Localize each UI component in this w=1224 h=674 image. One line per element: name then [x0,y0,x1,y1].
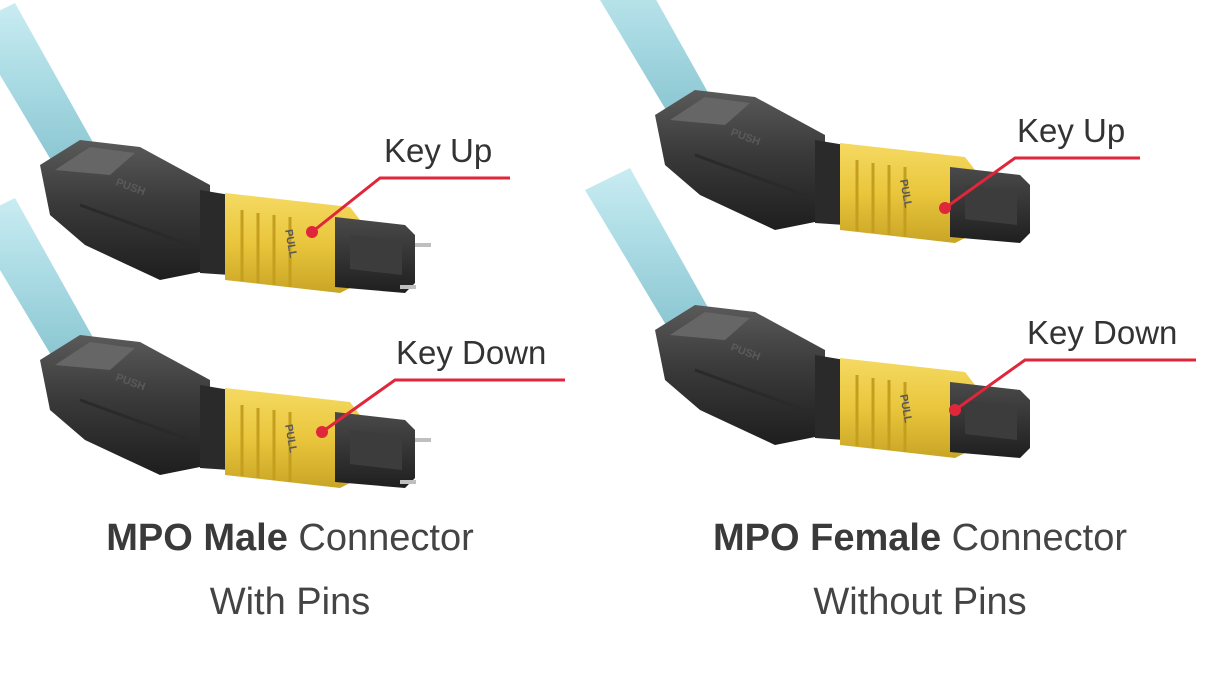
female-caption-bold: MPO Female [713,517,942,559]
female-caption-line1: MPO Female Connector [660,515,1180,561]
male-caption-bold: MPO Male [106,517,288,559]
guide-pin-pair [400,438,431,484]
housing-marking: PULL [897,393,914,424]
female-key-up-callout: Key Up [939,112,1140,214]
male-caption: MPO Male Connector With Pins [40,515,540,625]
housing-marking: PULL [282,423,299,454]
guide-pin-pair [400,243,431,289]
male-connector-bottom: PUSH PULL [0,196,431,490]
male-caption-regular: Connector [298,517,474,559]
male-connector-top: PUSH PULL [0,1,431,295]
housing-marking: PULL [897,178,914,209]
key-up-label: Key Up [1017,112,1125,149]
male-key-down-callout: Key Down [316,334,565,438]
female-caption: MPO Female Connector Without Pins [660,515,1180,625]
female-connector-top: PUSH PULL [583,0,1032,245]
key-down-label: Key Down [1027,314,1177,351]
housing-marking: PULL [282,228,299,259]
female-caption-line2: Without Pins [813,581,1027,623]
female-caption-regular: Connector [951,517,1127,559]
female-key-down-callout: Key Down [949,314,1196,416]
female-connector-bottom: PUSH PULL [583,166,1032,460]
male-caption-line1: MPO Male Connector [40,515,540,561]
key-down-label: Key Down [396,334,546,371]
male-key-up-callout: Key Up [306,132,510,238]
key-up-label: Key Up [384,132,492,169]
male-caption-line2: With Pins [209,581,371,623]
